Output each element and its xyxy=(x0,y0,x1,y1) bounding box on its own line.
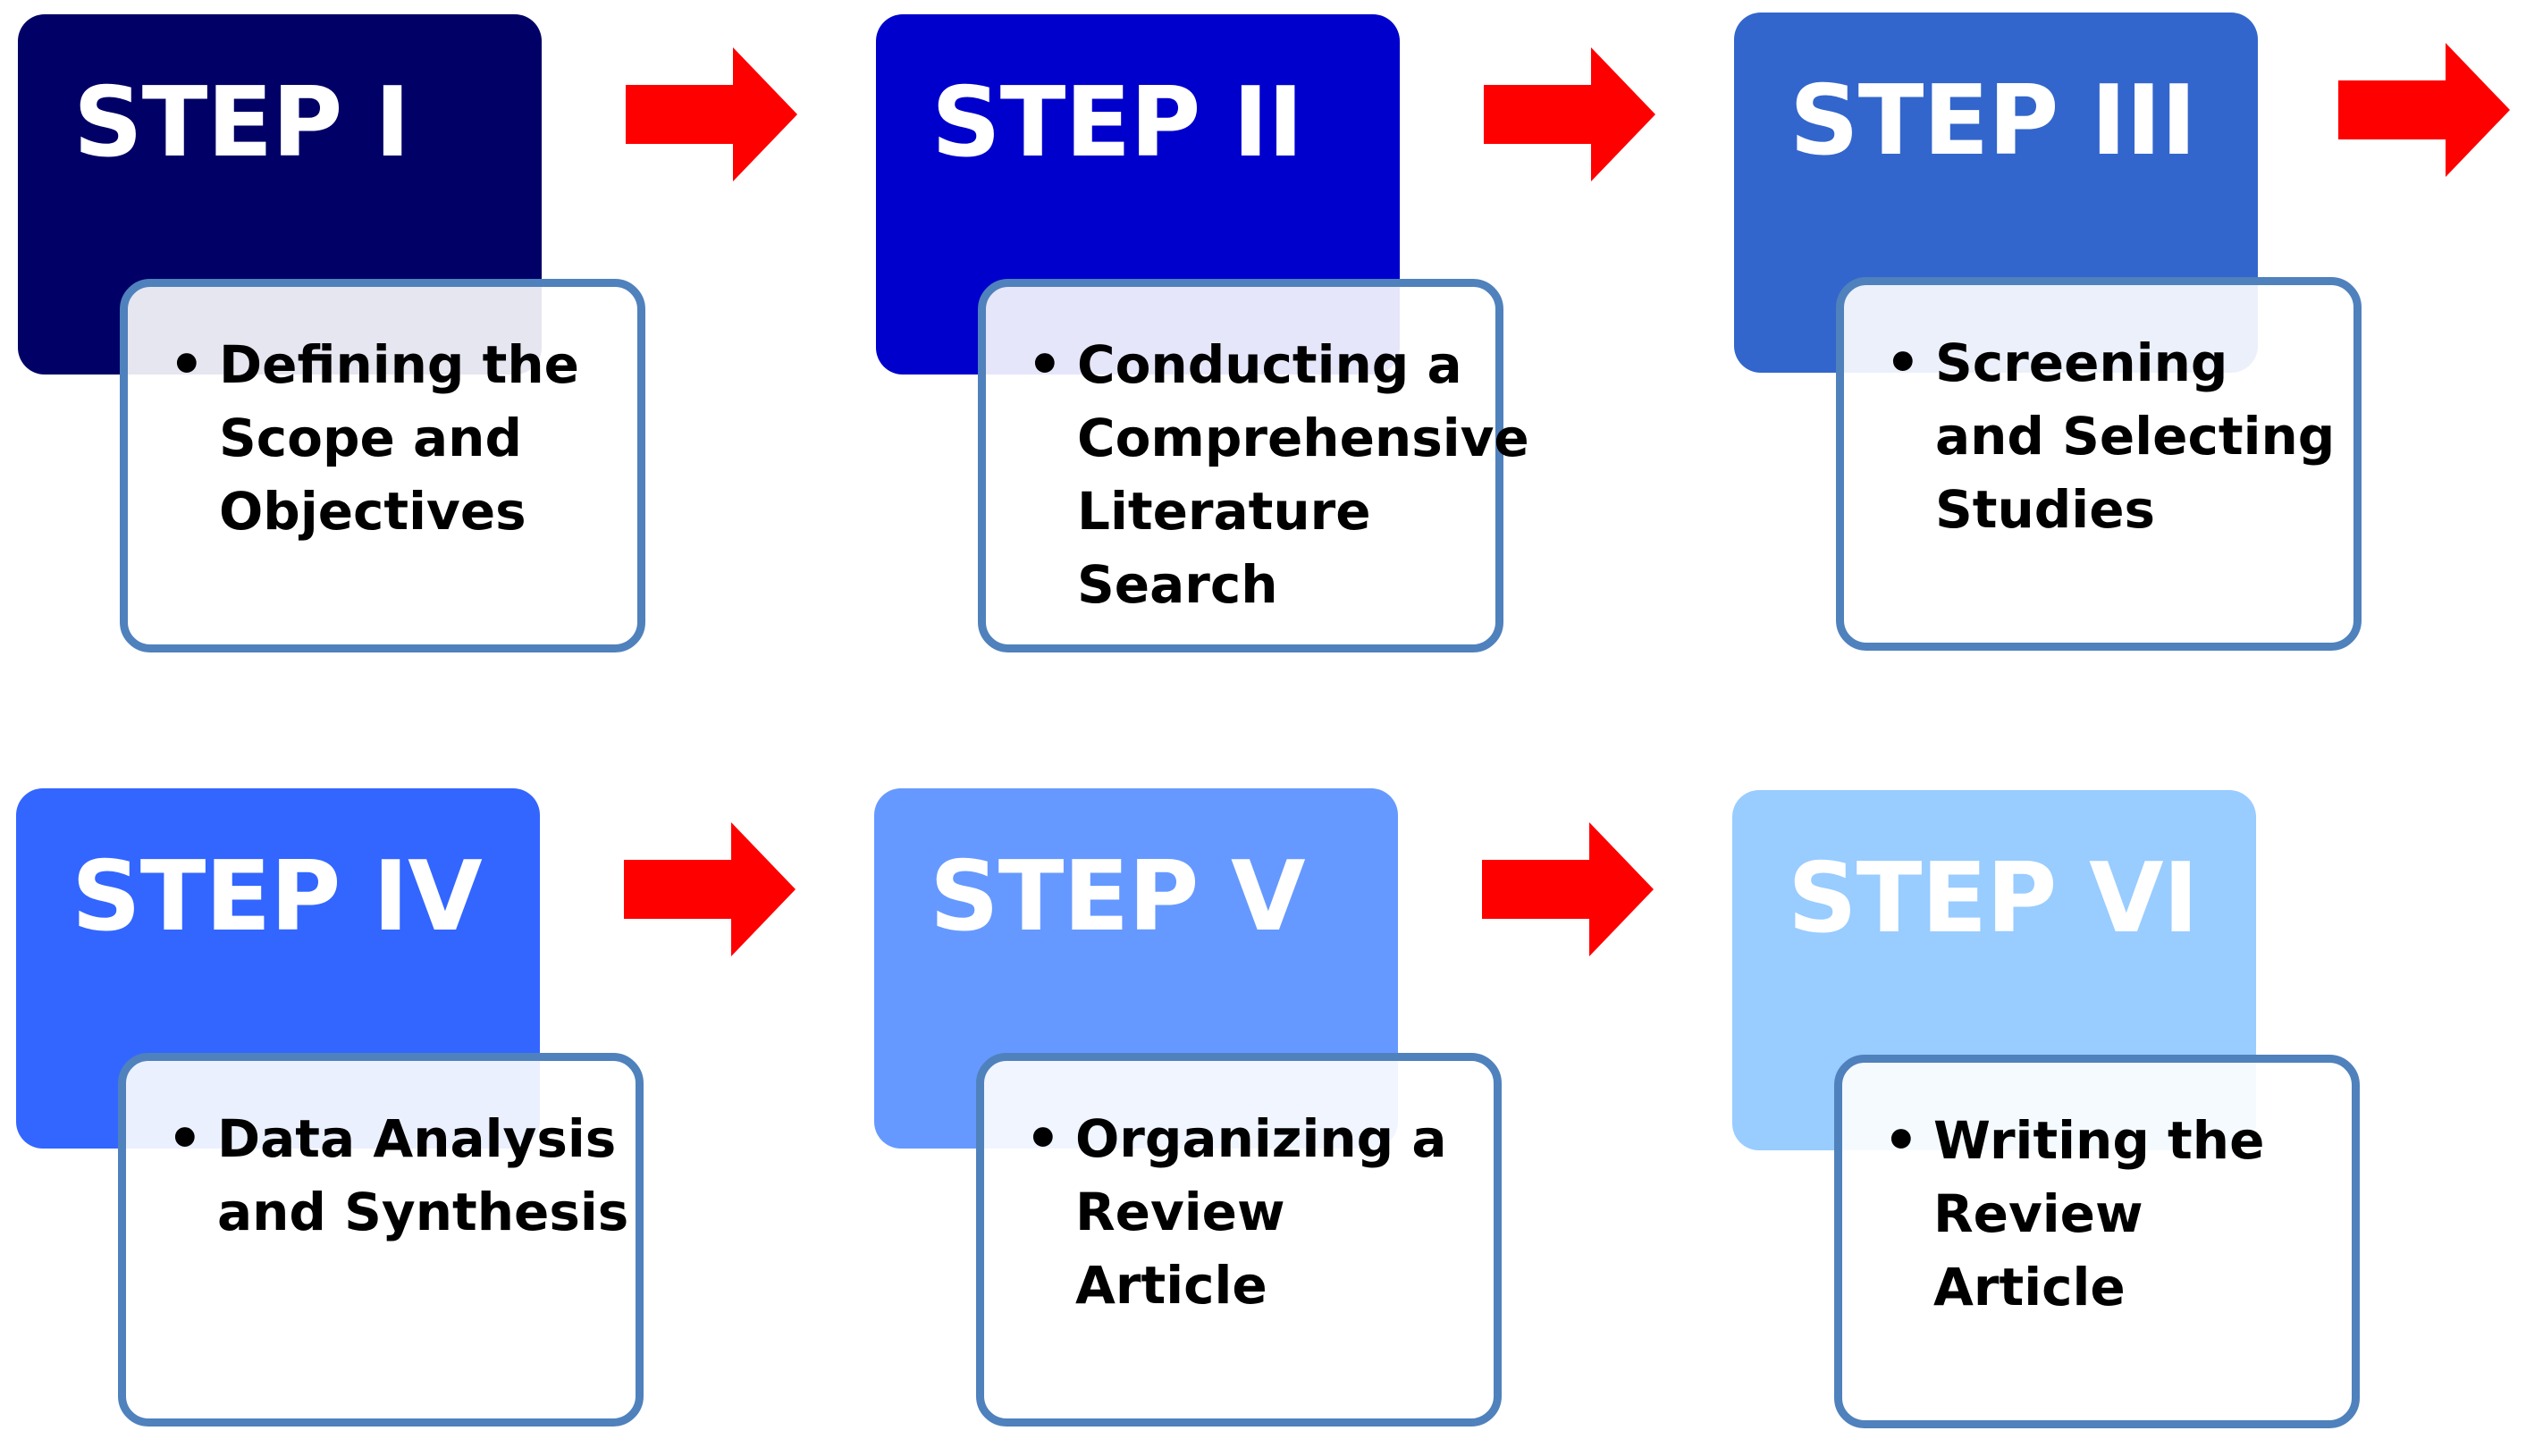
step-4-card: • Data Analysis and Synthesis xyxy=(118,1053,644,1427)
step-3-title: STEP III xyxy=(1789,65,2197,177)
bullet-icon: • xyxy=(167,1106,203,1171)
bullet-icon: • xyxy=(1027,332,1063,397)
step-5: STEP V • Organizing a Review Article xyxy=(874,788,1540,1454)
step-6-item: • Writing the Review Article xyxy=(1883,1104,2348,1324)
step-1-title: STEP I xyxy=(73,67,410,179)
step-3: STEP III • Screening and Selecting Studi… xyxy=(1734,13,2400,678)
step-6-card: • Writing the Review Article xyxy=(1834,1055,2360,1428)
step-1-description: Defining the Scope and Objectives xyxy=(219,334,579,542)
step-4-item: • Data Analysis and Synthesis xyxy=(167,1102,632,1249)
step-6-title: STEP VI xyxy=(1788,843,2199,955)
step-2: STEP II • Conducting a Comprehensive Lit… xyxy=(876,14,1542,680)
step-4: STEP IV • Data Analysis and Synthesis xyxy=(16,788,682,1454)
step-5-card: • Organizing a Review Article xyxy=(976,1053,1502,1427)
step-3-description: Screening and Selecting Studies xyxy=(1935,332,2336,540)
step-6: STEP VI • Writing the Review Article xyxy=(1732,790,2398,1456)
bullet-icon: • xyxy=(1883,1107,1919,1173)
right-arrow-icon xyxy=(1484,47,1655,181)
bullet-icon: • xyxy=(169,332,205,397)
right-arrow-icon xyxy=(624,822,796,956)
step-5-description: Organizing a Review Article xyxy=(1075,1108,1447,1316)
step-1-card: • Defining the Scope and Objectives xyxy=(120,279,645,652)
step-4-header: STEP IV xyxy=(16,788,540,1149)
step-5-title: STEP V xyxy=(930,841,1306,953)
step-6-description: Writing the Review Article xyxy=(1933,1110,2265,1317)
step-2-description: Conducting a Comprehensive Literature Se… xyxy=(1077,334,1529,615)
bullet-icon: • xyxy=(1885,330,1921,395)
right-arrow-icon xyxy=(626,47,797,181)
step-4-title: STEP IV xyxy=(72,841,483,953)
step-5-item: • Organizing a Review Article xyxy=(1025,1102,1490,1322)
step-2-item: • Conducting a Comprehensive Literature … xyxy=(1027,328,1529,621)
bullet-icon: • xyxy=(1025,1106,1061,1171)
step-2-title: STEP II xyxy=(931,67,1303,179)
step-2-card: • Conducting a Comprehensive Literature … xyxy=(978,279,1529,652)
right-arrow-icon xyxy=(1482,822,1654,956)
step-1: STEP I • Defining the Scope and Objectiv… xyxy=(18,14,684,680)
step-1-item: • Defining the Scope and Objectives xyxy=(169,328,634,548)
step-4-description: Data Analysis and Synthesis xyxy=(217,1108,629,1242)
step-3-item: • Screening and Selecting Studies xyxy=(1885,326,2350,546)
right-arrow-icon xyxy=(2338,43,2510,177)
step-3-card: • Screening and Selecting Studies xyxy=(1836,277,2362,651)
